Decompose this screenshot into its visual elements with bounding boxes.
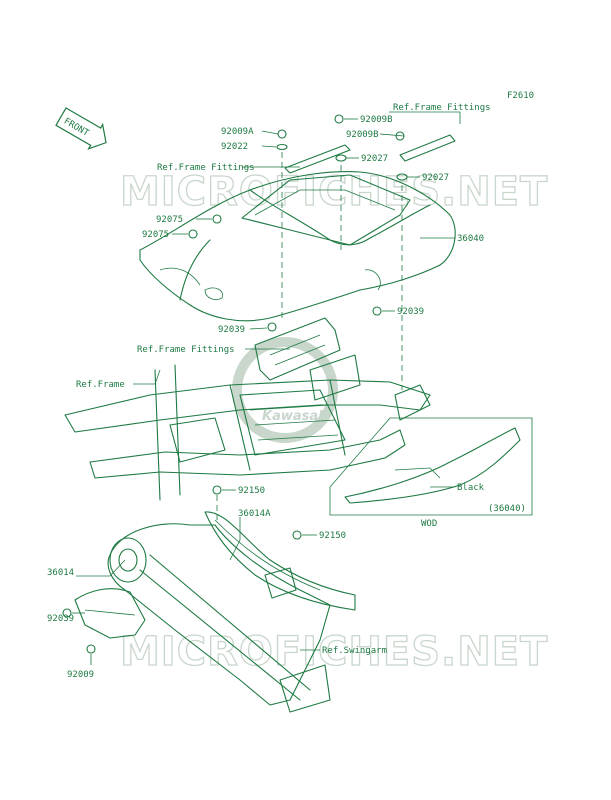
inset-part-label: (36040) bbox=[488, 504, 526, 514]
nut-92075-1 bbox=[212, 214, 222, 224]
leader-lines bbox=[72, 111, 461, 665]
figure-code: F2610 bbox=[507, 91, 534, 101]
swingarm-cover-36014A bbox=[204, 511, 356, 611]
bolt-92009-bottom bbox=[86, 644, 96, 654]
bolt-92009A bbox=[277, 129, 287, 139]
bolt-92039-bottom bbox=[62, 608, 72, 618]
label-ref-frame-fittings-mid: Ref.Frame Fittings bbox=[157, 163, 255, 173]
label-92150-top: 92150 bbox=[238, 486, 265, 496]
label-36014A: 36014A bbox=[238, 509, 271, 519]
front-arrow-badge: FRONT bbox=[55, 107, 107, 150]
inset-color-label: Black bbox=[457, 483, 485, 493]
part-labels: Ref.Frame Fittings 92009A 92022 92009B 9… bbox=[47, 103, 526, 680]
watermark-logo-text: Kawasaki bbox=[262, 409, 332, 424]
bolt-92150-top bbox=[212, 485, 222, 495]
bolt-92039-right bbox=[372, 306, 382, 316]
label-92039-bottom: 92039 bbox=[47, 614, 74, 624]
alignment-lines bbox=[216, 152, 403, 520]
rear-frame bbox=[64, 364, 431, 501]
washer-92022 bbox=[276, 143, 288, 151]
label-ref-frame-fittings-top: Ref.Frame Fittings bbox=[393, 103, 491, 113]
label-ref-frame-fittings-left: Ref.Frame Fittings bbox=[137, 345, 235, 355]
label-ref-swingarm: Ref.Swingarm bbox=[322, 646, 387, 656]
label-92039-left: 92039 bbox=[218, 325, 245, 335]
watermark-text-bottom: MICROFICHES.NET bbox=[120, 629, 548, 675]
grommet-92027-1 bbox=[335, 154, 347, 162]
label-36014: 36014 bbox=[47, 568, 74, 578]
nut-92075-2 bbox=[188, 229, 198, 239]
bolt-92009B-1 bbox=[334, 114, 344, 124]
label-92150-right: 92150 bbox=[319, 531, 346, 541]
inset-black-cover bbox=[329, 417, 533, 516]
swingarm-cover-36014 bbox=[74, 588, 146, 639]
label-36040: 36040 bbox=[457, 234, 484, 244]
label-92022: 92022 bbox=[221, 142, 248, 152]
label-92009-bottom: 92009 bbox=[67, 670, 94, 680]
label-92027-2: 92027 bbox=[422, 173, 449, 183]
label-92075-1: 92075 bbox=[156, 215, 183, 225]
fitting-strip-right bbox=[399, 134, 456, 162]
bolt-92039-left bbox=[267, 322, 277, 332]
label-92027-1: 92027 bbox=[361, 154, 388, 164]
inset-market-label: WOD bbox=[421, 519, 437, 529]
frame-fitting-strips bbox=[284, 134, 456, 174]
fitting-strip-center bbox=[284, 144, 351, 174]
seat-cowl-36040 bbox=[139, 171, 456, 322]
label-92009A: 92009A bbox=[221, 127, 254, 137]
swingarm bbox=[107, 523, 331, 713]
label-92009B-1: 92009B bbox=[360, 115, 393, 125]
label-92009B-2: 92009B bbox=[346, 130, 379, 140]
label-ref-frame: Ref.Frame bbox=[76, 380, 125, 390]
label-92039-right: 92039 bbox=[397, 307, 424, 317]
bolt-92150-right bbox=[292, 530, 302, 540]
label-92075-2: 92075 bbox=[142, 230, 169, 240]
watermark: MICROFICHES.NET MICROFICHES.NET Kawasaki bbox=[119, 168, 548, 675]
